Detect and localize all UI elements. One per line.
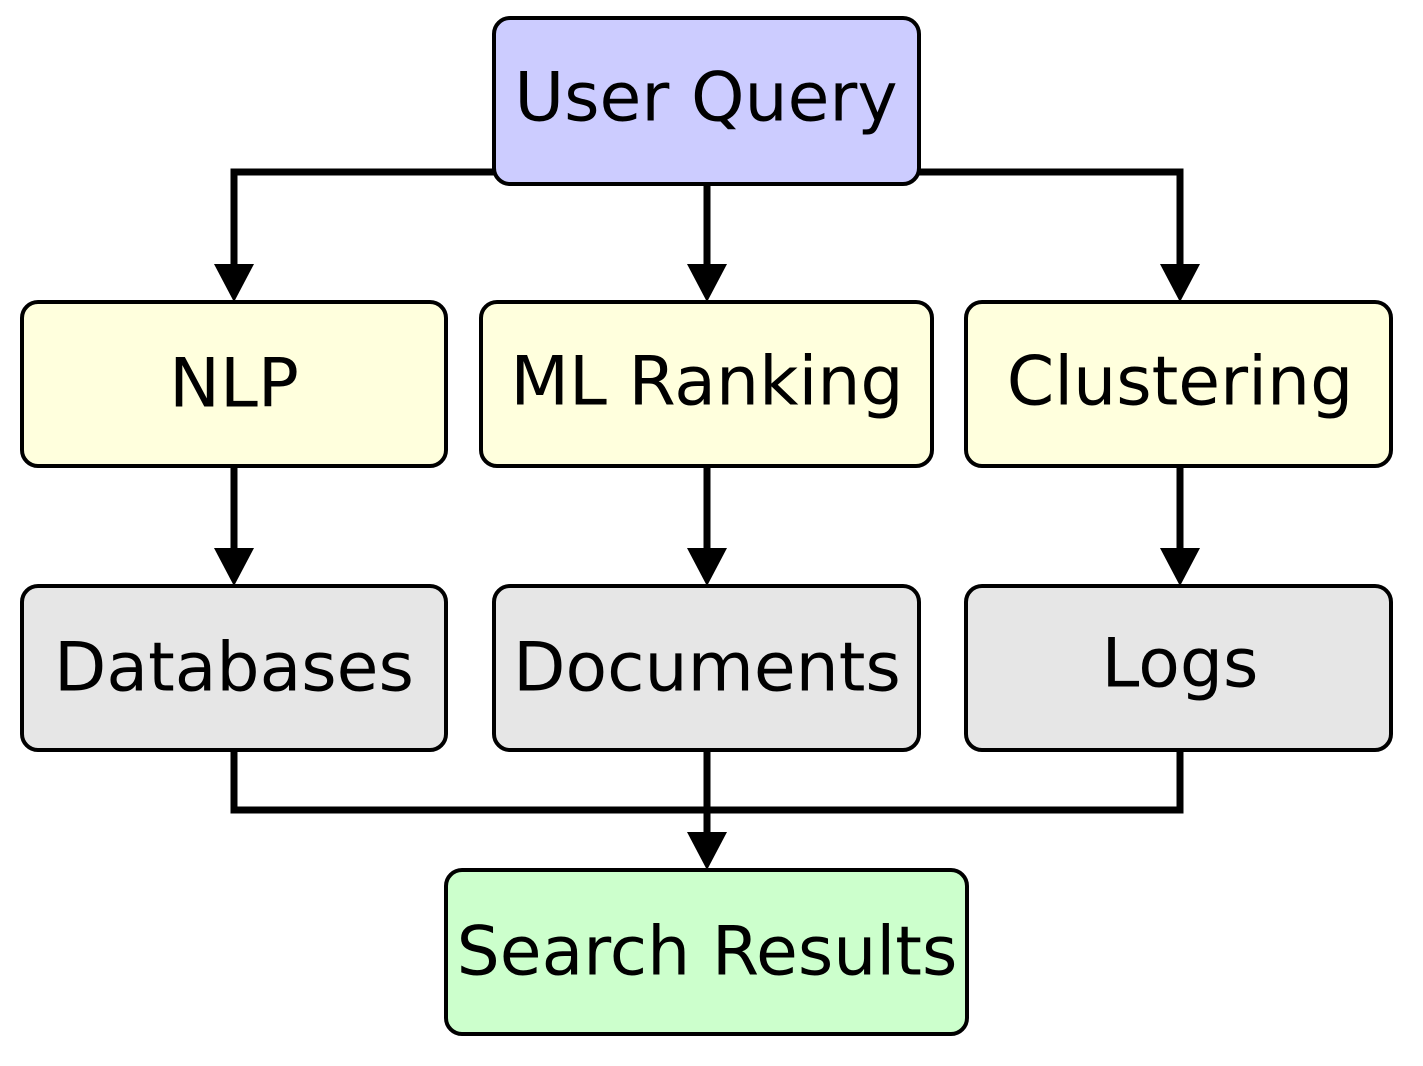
arrowhead-clustering (1160, 264, 1200, 302)
edge-databases-to-results (230, 750, 707, 814)
node-logs: Logs (964, 584, 1393, 752)
node-databases-label: Databases (54, 629, 414, 708)
node-documents-label: Documents (513, 629, 901, 708)
arrowhead-ml (687, 264, 727, 302)
connectors (214, 168, 1200, 870)
node-user-query: User Query (492, 16, 921, 186)
node-clustering-label: Clustering (1007, 343, 1354, 422)
edge-logs-to-results (707, 750, 1184, 814)
node-nlp-box (20, 300, 448, 468)
node-user-query-label: User Query (514, 59, 897, 138)
node-search-results-box (444, 868, 969, 1036)
arrowhead-nlp (214, 264, 254, 302)
arrowhead-databases (214, 548, 254, 586)
node-user-query-box (492, 16, 921, 186)
node-ml-ranking-box (479, 300, 934, 468)
node-clustering-box (964, 300, 1393, 468)
arrowhead-results (687, 832, 727, 870)
arrowhead-logs (1160, 548, 1200, 586)
edge-query-to-nlp (230, 168, 707, 272)
node-logs-label: Logs (1102, 625, 1259, 704)
edge-query-to-clustering (707, 168, 1184, 272)
node-logs-box (964, 584, 1393, 752)
nodes: User Query NLP ML Ranking Clustering Dat… (20, 16, 1393, 1036)
node-search-results-label: Search Results (457, 913, 958, 992)
node-nlp-label: NLP (169, 345, 299, 424)
node-nlp: NLP (20, 300, 448, 468)
node-clustering: Clustering (964, 300, 1393, 468)
node-search-results: Search Results (444, 868, 969, 1036)
node-databases-box (20, 584, 448, 752)
node-databases: Databases (20, 584, 448, 752)
node-documents-box (492, 584, 921, 752)
node-ml-ranking: ML Ranking (479, 300, 934, 468)
arrowhead-documents (687, 548, 727, 586)
node-ml-ranking-label: ML Ranking (510, 343, 903, 422)
node-documents: Documents (492, 584, 921, 752)
